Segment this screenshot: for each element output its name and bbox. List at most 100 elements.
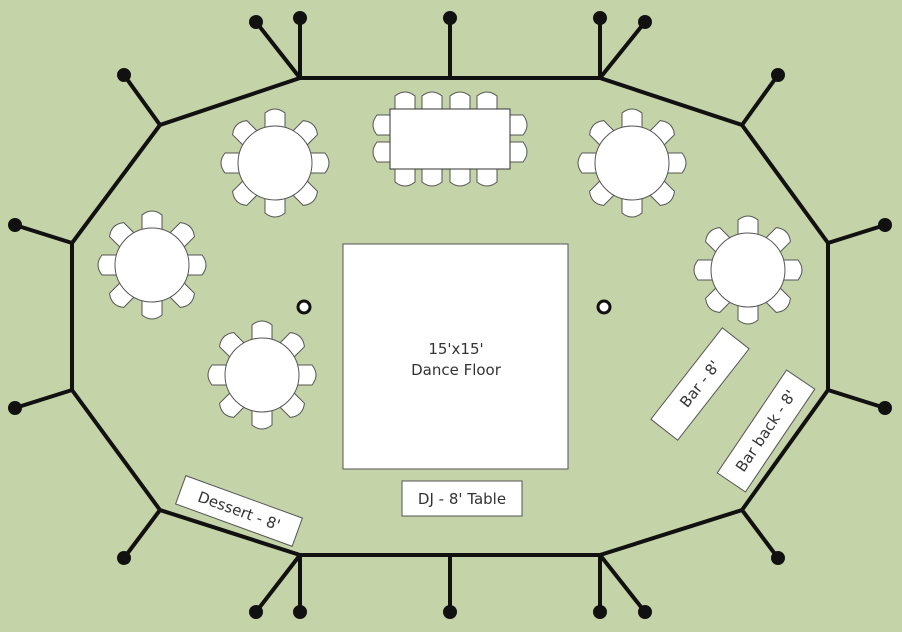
- chair-icon: [421, 91, 443, 112]
- stake-icon: [878, 401, 892, 415]
- chair-icon: [507, 141, 528, 163]
- stake-line: [122, 73, 162, 127]
- chair-icon: [589, 120, 617, 148]
- tent-stakes: [8, 11, 892, 619]
- stake-line: [254, 20, 302, 80]
- chair-icon: [277, 332, 305, 360]
- stake-icon: [249, 605, 263, 619]
- stake-line: [254, 553, 302, 614]
- stake-line: [740, 73, 780, 127]
- round-table: [693, 215, 803, 325]
- round-table-top: [710, 232, 786, 308]
- stake-icon: [117, 68, 131, 82]
- stake-icon: [771, 68, 785, 82]
- round-table-top: [237, 125, 313, 201]
- chair-icon: [664, 152, 687, 174]
- chair-icon: [449, 91, 471, 112]
- chair-icon: [394, 91, 416, 112]
- chair-icon: [577, 152, 600, 174]
- chair-icon: [589, 178, 617, 206]
- chair-icon: [647, 120, 675, 148]
- tent-outline: [70, 76, 830, 557]
- chair-icon: [219, 390, 247, 418]
- chair-icon: [294, 364, 317, 386]
- stake-line: [740, 508, 780, 560]
- stake-line: [827, 223, 886, 245]
- chair-icon: [705, 285, 733, 313]
- chair-icon: [763, 285, 791, 313]
- chair-icon: [264, 108, 286, 131]
- stake-icon: [771, 551, 785, 565]
- stake-line: [598, 20, 647, 80]
- chair-icon: [763, 227, 791, 255]
- stake-icon: [8, 401, 22, 415]
- chair-icon: [141, 210, 163, 233]
- dance-floor-size: 15'x15': [428, 340, 483, 358]
- stake-icon: [293, 605, 307, 619]
- chair-icon: [621, 195, 643, 218]
- chair-icon: [232, 178, 260, 206]
- stake-icon: [593, 11, 607, 25]
- chair-icon: [232, 120, 260, 148]
- chair-icon: [167, 222, 195, 250]
- stake-icon: [443, 11, 457, 25]
- stake-icon: [878, 218, 892, 232]
- chair-icon: [220, 152, 243, 174]
- chair-icon: [219, 332, 247, 360]
- chair-icon: [207, 364, 230, 386]
- chair-icon: [394, 166, 416, 187]
- chair-icon: [251, 320, 273, 343]
- stake-icon: [593, 605, 607, 619]
- stake-line: [598, 553, 647, 614]
- chair-icon: [737, 215, 759, 238]
- stake-line: [14, 388, 73, 410]
- round-table: [220, 108, 330, 218]
- stake-line: [14, 223, 73, 245]
- stake-icon: [293, 11, 307, 25]
- chair-icon: [251, 407, 273, 430]
- chair-icon: [693, 259, 716, 281]
- chair-icon: [476, 91, 498, 112]
- chair-icon: [449, 166, 471, 187]
- chair-icon: [780, 259, 803, 281]
- chair-icon: [621, 108, 643, 131]
- stake-icon: [443, 605, 457, 619]
- dance-floor: 15'x15' Dance Floor: [342, 243, 569, 470]
- stake-icon: [8, 218, 22, 232]
- chair-icon: [290, 178, 318, 206]
- chair-icon: [647, 178, 675, 206]
- banquet-table-top: [389, 108, 511, 170]
- stake-icon: [638, 15, 652, 29]
- bar-table: Bar - 8': [650, 327, 750, 441]
- round-table-top: [594, 125, 670, 201]
- tent-pole-left: [296, 299, 312, 315]
- chair-icon: [705, 227, 733, 255]
- banquet-table-group: [372, 91, 528, 187]
- stake-icon: [249, 15, 263, 29]
- chair-icon: [372, 141, 393, 163]
- round-table: [97, 210, 207, 320]
- chair-icon: [476, 166, 498, 187]
- chair-icon: [307, 152, 330, 174]
- chair-icon: [737, 302, 759, 325]
- chair-icon: [184, 254, 207, 276]
- chair-icon: [372, 114, 393, 136]
- chair-icon: [264, 195, 286, 218]
- chair-icon: [167, 280, 195, 308]
- round-table: [577, 108, 687, 218]
- chair-icon: [141, 297, 163, 320]
- round-tables: [97, 108, 803, 430]
- tent-pole-right: [596, 299, 612, 315]
- chair-icon: [109, 222, 137, 250]
- stake-icon: [117, 551, 131, 565]
- dance-floor-label: Dance Floor: [411, 361, 502, 379]
- stake-line: [827, 388, 886, 410]
- dj-table-label: DJ - 8' Table: [418, 490, 506, 508]
- chair-icon: [277, 390, 305, 418]
- round-table: [207, 320, 317, 430]
- chair-icon: [97, 254, 120, 276]
- chair-icon: [421, 166, 443, 187]
- chair-icon: [507, 114, 528, 136]
